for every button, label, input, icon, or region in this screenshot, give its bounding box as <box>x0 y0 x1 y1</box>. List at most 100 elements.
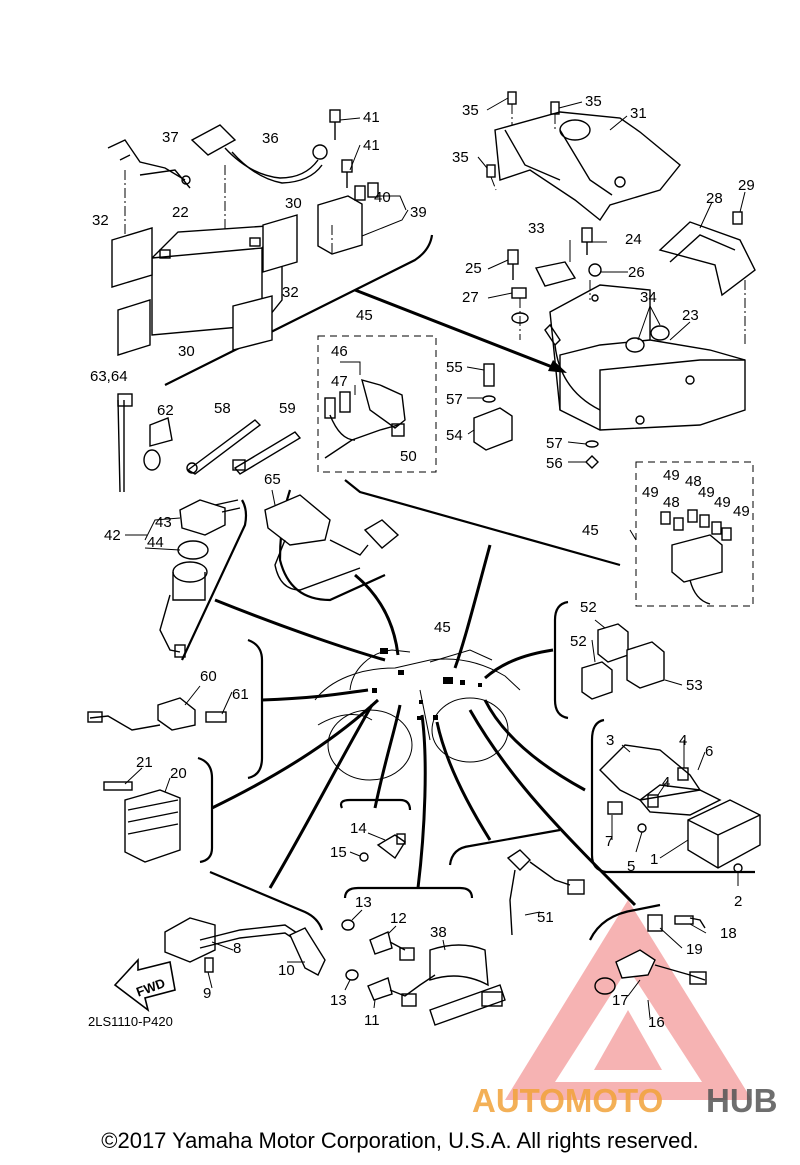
callout-13a: 13 <box>355 894 372 911</box>
callout-36: 36 <box>262 130 279 147</box>
ties-group <box>117 393 302 493</box>
callout-30a: 30 <box>285 195 302 212</box>
callout-24: 24 <box>625 231 642 248</box>
callout-49c: 49 <box>698 484 715 501</box>
callout-52b: 52 <box>570 633 587 650</box>
sensor-14-15-group <box>349 832 406 862</box>
callout-5: 5 <box>627 858 635 875</box>
callout-35c: 35 <box>452 149 469 166</box>
callout-26: 26 <box>628 264 645 281</box>
callout-7: 7 <box>605 833 613 850</box>
callout-35a: 35 <box>462 102 479 119</box>
copyright-footer: ©2017 Yamaha Motor Corporation, U.S.A. A… <box>101 1128 699 1153</box>
callout-22: 22 <box>172 204 189 221</box>
rectifier-group <box>103 767 181 863</box>
callout-49b: 49 <box>642 484 659 501</box>
section-brackets <box>164 234 755 941</box>
callout-32a: 32 <box>92 212 109 229</box>
callout-19: 19 <box>686 941 703 958</box>
callout-49a: 49 <box>663 467 680 484</box>
callout-2: 2 <box>734 893 742 910</box>
callout-54: 54 <box>446 427 463 444</box>
callout-20: 20 <box>170 765 187 782</box>
callout-51: 51 <box>537 909 554 926</box>
callout-18: 18 <box>720 925 737 942</box>
ignition-coil-group <box>164 917 326 989</box>
ecu-group <box>599 740 761 886</box>
callout-30b: 30 <box>178 343 195 360</box>
callout-50: 50 <box>400 448 417 465</box>
callout-31: 31 <box>630 105 647 122</box>
callout-27: 27 <box>462 289 479 306</box>
callout-57a: 57 <box>446 391 463 408</box>
callout-41a: 41 <box>363 109 380 126</box>
switch-65-group <box>264 489 400 591</box>
callout-9: 9 <box>203 985 211 1002</box>
sensor-16-19-group <box>594 914 707 1019</box>
callout-17: 17 <box>612 992 629 1009</box>
callout-23: 23 <box>682 307 699 324</box>
callout-11: 11 <box>364 1012 380 1029</box>
callout-21: 21 <box>136 754 153 771</box>
callout-12: 12 <box>390 910 407 927</box>
callout-65: 65 <box>264 471 281 488</box>
callout-29: 29 <box>738 177 755 194</box>
watermark-triangle <box>505 900 752 1100</box>
callout-10: 10 <box>278 962 295 979</box>
callout-34: 34 <box>640 289 657 306</box>
callout-45b: 45 <box>582 522 599 539</box>
fwd-arrow <box>113 957 176 1013</box>
callout-28: 28 <box>706 190 723 207</box>
callout-4a: 4 <box>679 732 687 749</box>
callout-1: 1 <box>650 851 658 868</box>
callout-56: 56 <box>546 455 563 472</box>
callout-40: 40 <box>374 189 391 206</box>
sensors-11-13-group <box>341 909 506 1026</box>
callout-59: 59 <box>279 400 296 417</box>
sensor-51-group <box>506 849 585 936</box>
group-leader-lines <box>211 288 637 907</box>
callout-32b: 32 <box>282 284 299 301</box>
callout-44: 44 <box>147 534 164 551</box>
callout-62: 62 <box>157 402 174 419</box>
callout-8: 8 <box>233 940 241 957</box>
callout-33: 33 <box>528 220 545 237</box>
callout-16: 16 <box>648 1014 665 1031</box>
main-switch-group <box>125 499 241 658</box>
callout-49d: 49 <box>714 494 731 511</box>
callout-4b: 4 <box>662 774 670 791</box>
callout-52a: 52 <box>580 599 597 616</box>
callout-39: 39 <box>410 204 427 221</box>
callout-37: 37 <box>162 129 179 146</box>
callout-13b: 13 <box>330 992 347 1009</box>
callout-47: 47 <box>331 373 348 390</box>
callout-49e: 49 <box>733 503 750 520</box>
callout-45c: 45 <box>434 619 451 636</box>
callout-25: 25 <box>465 260 482 277</box>
parts-diagram: FWD 414137364039223230323035353531282933… <box>87 91 778 1119</box>
battery-box-group <box>477 91 756 431</box>
callout-46: 46 <box>331 343 348 360</box>
callout-43: 43 <box>155 514 172 531</box>
watermark-brand-part1: AUTOMOTO <box>472 1082 663 1119</box>
callout-48b: 48 <box>663 494 680 511</box>
callout-53: 53 <box>686 677 703 694</box>
callout-14: 14 <box>350 820 367 837</box>
callout-41b: 41 <box>363 137 380 154</box>
relay-52-53-group <box>581 619 683 700</box>
callout-15: 15 <box>330 844 347 861</box>
callout-60: 60 <box>200 668 217 685</box>
fuse-box-group <box>629 461 754 607</box>
callout-58: 58 <box>214 400 231 417</box>
callout-61: 61 <box>232 686 249 703</box>
callout-38: 38 <box>430 924 447 941</box>
callout-6364: 63,64 <box>90 368 128 385</box>
callout-57b: 57 <box>546 435 563 452</box>
watermark-brand-part2: HUB <box>706 1082 778 1119</box>
callout-35b: 35 <box>585 93 602 110</box>
motorcycle-silhouette <box>314 648 521 781</box>
callout-6: 6 <box>705 743 713 760</box>
battery-group <box>107 109 409 356</box>
callout-48a: 48 <box>685 473 702 490</box>
